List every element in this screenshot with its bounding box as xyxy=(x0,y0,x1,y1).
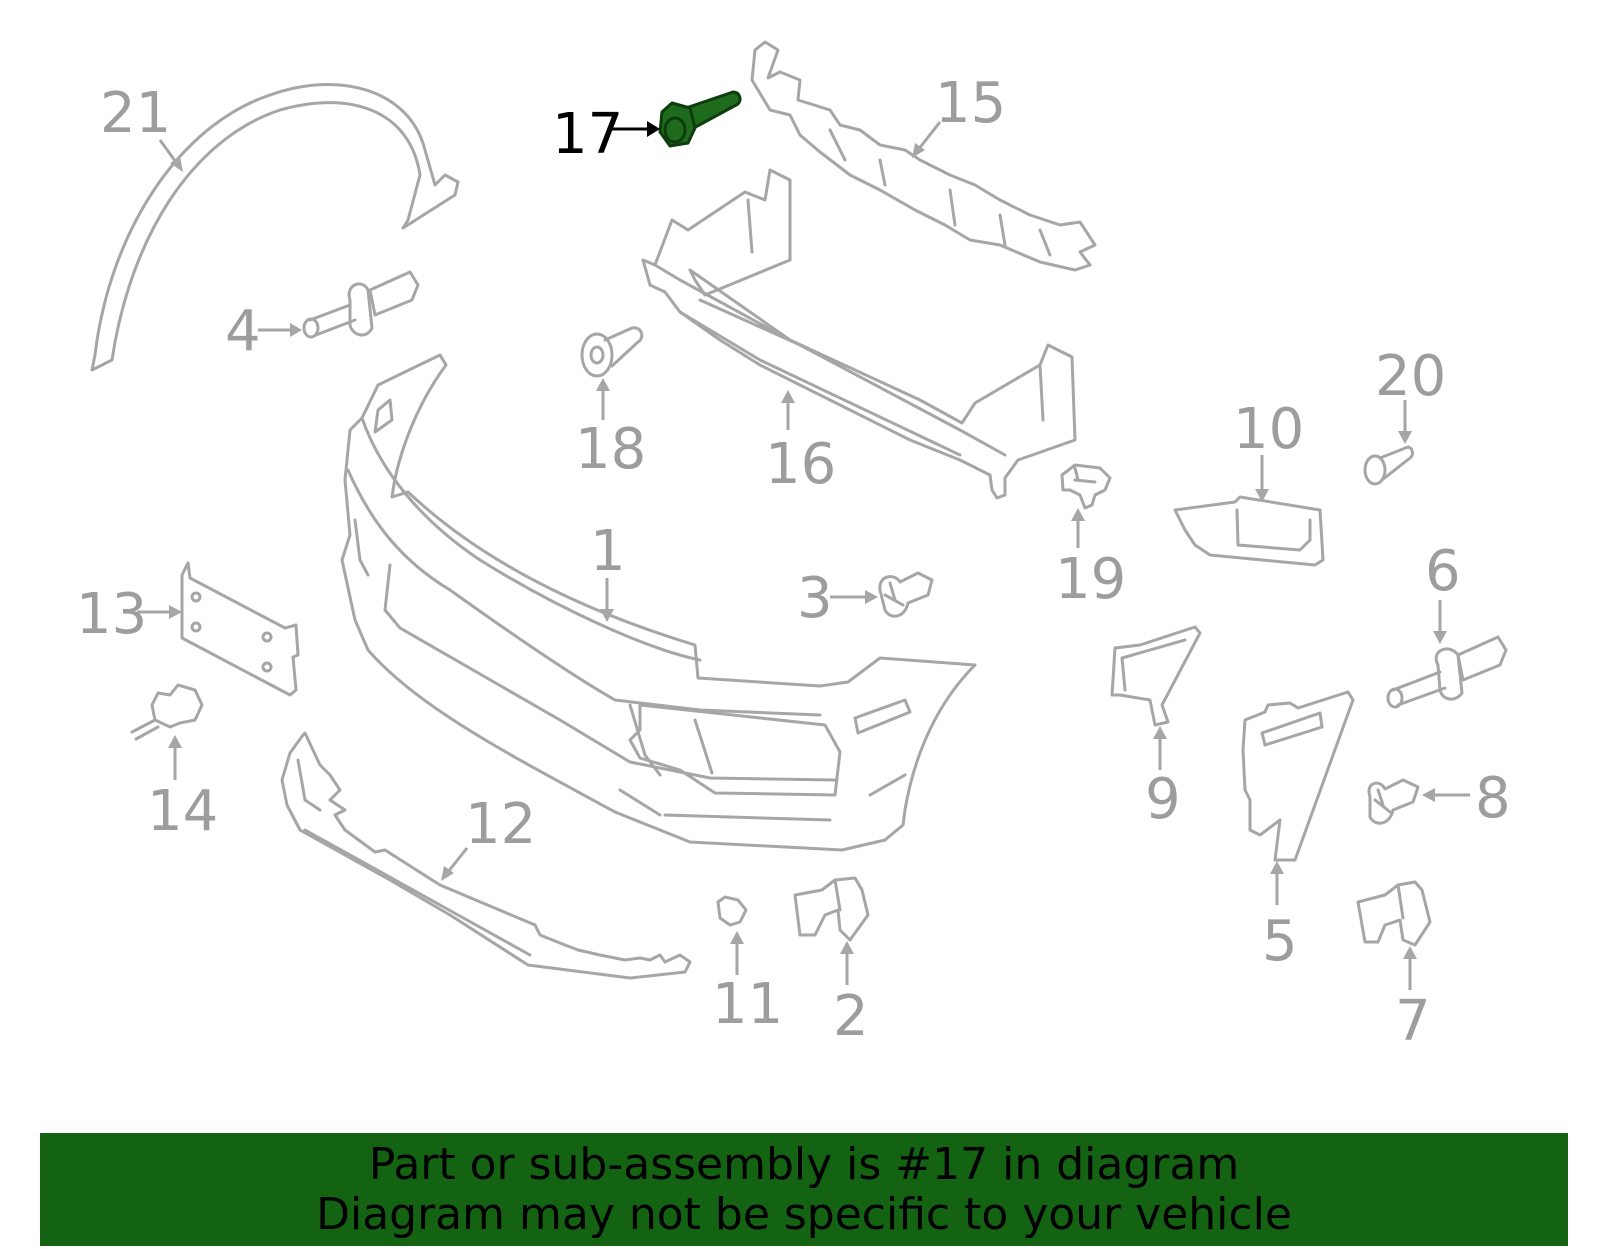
callout-11: 11 xyxy=(712,931,783,1037)
part-19-clip xyxy=(1060,463,1112,510)
info-banner: Part or sub-assembly is #17 in diagram D… xyxy=(40,1133,1568,1246)
callout-18-label: 18 xyxy=(575,417,646,482)
callout-12: 12 xyxy=(441,792,536,881)
callout-21-label: 21 xyxy=(100,81,171,146)
part-14-clip xyxy=(130,683,204,741)
callout-15-label: 15 xyxy=(935,71,1006,136)
callout-21: 21 xyxy=(100,81,183,172)
callout-5: 5 xyxy=(1262,861,1298,974)
callout-20-label: 20 xyxy=(1375,344,1446,409)
callout-8-label: 8 xyxy=(1475,766,1511,831)
callout-14-label: 14 xyxy=(147,779,218,844)
callout-7-label: 7 xyxy=(1395,989,1431,1054)
callout-13: 13 xyxy=(76,582,182,647)
part-20-screw xyxy=(1363,445,1414,486)
callout-7: 7 xyxy=(1395,946,1431,1054)
banner-line-1: Part or sub-assembly is #17 in diagram xyxy=(368,1138,1240,1190)
callout-5-label: 5 xyxy=(1262,909,1298,974)
part-2-bracket xyxy=(793,876,870,942)
callout-10-label: 10 xyxy=(1233,397,1304,462)
callout-16: 16 xyxy=(765,390,836,497)
part-17-bolt xyxy=(658,90,742,148)
part-15-upper-bracket xyxy=(750,40,1097,272)
callout-4-label: 4 xyxy=(225,299,261,364)
callout-8: 8 xyxy=(1422,766,1511,831)
banner-line-2: Diagram may not be specific to your vehi… xyxy=(316,1188,1292,1240)
callout-16-label: 16 xyxy=(765,432,836,497)
callout-17: 17 xyxy=(552,102,660,167)
part-11-plug xyxy=(716,895,748,927)
callout-6-label: 6 xyxy=(1425,539,1461,604)
part-7-bracket xyxy=(1356,880,1432,947)
callout-12-label: 12 xyxy=(465,792,536,857)
callout-9: 9 xyxy=(1145,726,1181,832)
part-13-license-bracket xyxy=(180,561,300,697)
callout-3-label: 3 xyxy=(797,566,833,631)
callout-13-label: 13 xyxy=(76,582,147,647)
part-1-bumper-cover xyxy=(340,353,977,852)
callout-2-label: 2 xyxy=(833,984,869,1049)
callout-17-label: 17 xyxy=(552,102,623,167)
part-6-push-pin xyxy=(1386,635,1508,709)
part-9-bracket xyxy=(1110,625,1202,727)
callout-19-label: 19 xyxy=(1055,547,1126,612)
part-12-lower-valance xyxy=(280,731,692,980)
part-3-clip xyxy=(878,571,934,618)
callout-19: 19 xyxy=(1055,508,1126,612)
callout-14: 14 xyxy=(147,735,218,844)
part-10-bracket xyxy=(1173,495,1325,567)
callout-20: 20 xyxy=(1375,344,1446,444)
callout-4: 4 xyxy=(225,299,302,364)
part-8-clip xyxy=(1367,778,1420,825)
callout-6: 6 xyxy=(1425,539,1461,644)
callout-1-label: 1 xyxy=(590,519,626,584)
callout-9-label: 9 xyxy=(1145,767,1181,832)
part-21-wheel-arch-molding xyxy=(90,83,460,372)
part-4-push-pin xyxy=(302,270,420,339)
callout-2: 2 xyxy=(833,941,869,1049)
part-18-pin xyxy=(580,326,644,378)
callout-3: 3 xyxy=(797,566,878,631)
callout-15: 15 xyxy=(912,71,1006,158)
callout-18: 18 xyxy=(575,378,646,482)
callout-1: 1 xyxy=(590,519,626,622)
callout-10: 10 xyxy=(1233,397,1304,502)
part-16-reinforcement-bar xyxy=(641,168,1077,500)
part-5-bracket xyxy=(1241,690,1355,862)
callout-11-label: 11 xyxy=(712,972,783,1037)
